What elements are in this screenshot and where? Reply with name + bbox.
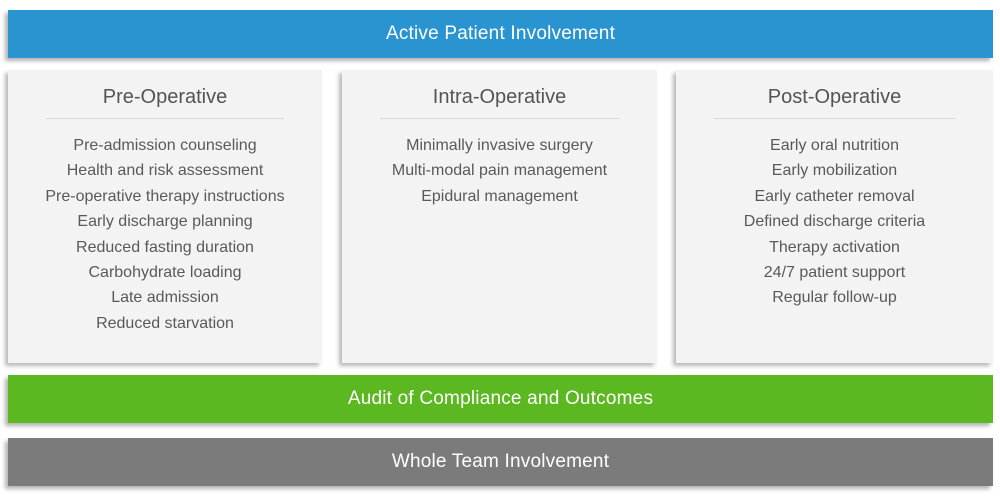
list-item: Therapy activation [769,238,900,256]
banner-active-patient-involvement-label: Active Patient Involvement [385,23,616,44]
list-item: Late admission [111,289,219,307]
column-intra-operative: Intra-Operative Minimally invasive surge… [342,70,657,363]
list-item: Early oral nutrition [770,137,899,154]
column-title: Intra-Operative [432,86,567,108]
list-item: 24/7 patient support [763,264,906,282]
banner-whole-team-involvement: Whole Team Involvement [8,438,993,486]
banner-whole-team-involvement-label: Whole Team Involvement [391,451,610,472]
list-item: Regular follow-up [772,289,897,307]
list-item: Reduced fasting duration [76,238,254,256]
title-divider [714,118,955,119]
list-item: Pre-admission counseling [73,137,257,154]
list-item: Early mobilization [771,162,898,180]
list-item: Pre-operative therapy instructions [45,187,285,205]
list-item: Defined discharge criteria [743,213,926,231]
column-title: Pre-Operative [102,86,228,108]
list-item: Health and risk assessment [66,162,264,180]
banner-active-patient-involvement: Active Patient Involvement [8,10,993,58]
list-item: Early discharge planning [77,213,253,231]
list-item: Carbohydrate loading [88,264,242,282]
list-item: Reduced starvation [96,314,234,332]
list-item: Early catheter removal [754,187,915,205]
column-title: Post-Operative [767,86,902,108]
list-item: Multi-modal pain management [391,162,608,180]
title-divider [45,118,285,119]
list-item: Minimally invasive surgery [406,137,593,154]
list-item: Epidural management [421,187,578,205]
banner-audit-of-compliance: Audit of Compliance and Outcomes [8,375,993,423]
title-divider [379,118,620,119]
banner-audit-of-compliance-label: Audit of Compliance and Outcomes [347,388,654,409]
